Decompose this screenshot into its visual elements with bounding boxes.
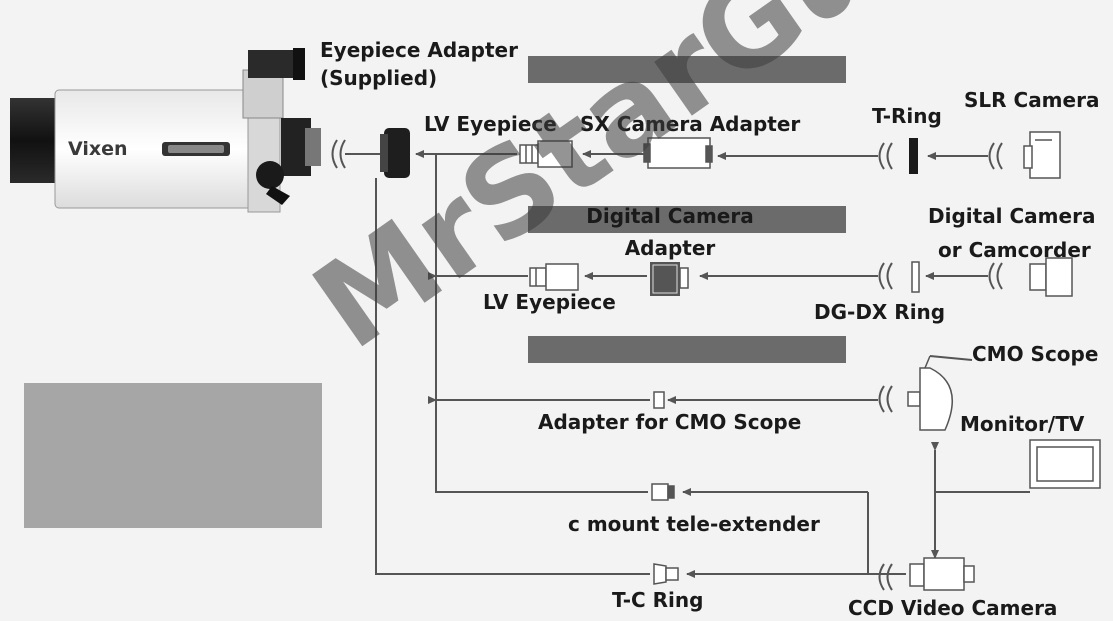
dew-cap xyxy=(10,98,55,183)
ring-icon xyxy=(878,142,885,170)
t-ring-icon xyxy=(909,138,918,174)
focuser-drawtube xyxy=(305,128,321,166)
redacted-bar-1 xyxy=(528,56,846,83)
lv-eyepiece-top-icon xyxy=(519,140,573,168)
label-eyepiece-adapter-note: (Supplied) xyxy=(320,66,438,90)
label-eyepiece-adapter: Eyepiece Adapter xyxy=(320,38,518,62)
finder-eyepiece-icon xyxy=(293,48,305,80)
ring-icon xyxy=(988,142,995,170)
focus-lever-icon xyxy=(266,186,290,205)
connection-rings xyxy=(331,139,1003,591)
c-mount-extender-icon xyxy=(651,483,675,501)
label-digital-camera-line1: Digital Camera xyxy=(928,204,1096,228)
label-sx-camera-adapter: SX Camera Adapter xyxy=(580,112,801,136)
ring-icon xyxy=(988,262,995,290)
ccd-video-camera-icon xyxy=(909,557,975,591)
label-cmo-scope: CMO Scope xyxy=(972,342,1099,366)
label-lv-eyepiece-top: LV Eyepiece xyxy=(424,112,557,136)
sx-camera-adapter-icon xyxy=(643,137,713,169)
redacted-panel xyxy=(24,383,322,528)
label-t-c-ring: T-C Ring xyxy=(612,588,704,612)
t-c-ring-icon xyxy=(653,563,679,585)
connection-lines xyxy=(375,150,1030,578)
label-monitor-tv: Monitor/TV xyxy=(960,412,1085,436)
telescope-brand: Vixen xyxy=(68,138,128,160)
lv-eyepiece-mid-icon xyxy=(529,263,579,291)
label-t-ring: T-Ring xyxy=(872,104,942,128)
redacted-bar-3 xyxy=(528,336,846,363)
monitor-tv-icon xyxy=(1029,439,1101,489)
dg-dx-ring-icon xyxy=(911,261,920,293)
slr-camera-icon xyxy=(1023,131,1061,179)
digital-camera-adapter-icon xyxy=(650,262,689,296)
label-adapter-for-cmo: Adapter for CMO Scope xyxy=(538,410,802,434)
ring-icon xyxy=(878,262,885,290)
cmo-scope-icon xyxy=(907,355,953,431)
label-dg-dx-ring: DG-DX Ring xyxy=(814,300,946,324)
label-ccd-video-camera: CCD Video Camera xyxy=(848,596,1058,620)
redacted-bar-2 xyxy=(528,206,846,233)
ring-icon xyxy=(878,563,885,591)
label-digital-camera-line2: or Camcorder xyxy=(938,238,1091,262)
label-c-mount-extender: c mount tele-extender xyxy=(568,512,820,536)
telescope xyxy=(10,48,321,213)
focus-knob-icon xyxy=(256,161,284,189)
label-digital-camera-adapter-line1: Digital Camera xyxy=(586,204,754,228)
ring-icon xyxy=(331,139,338,169)
label-slr-camera: SLR Camera xyxy=(964,88,1100,112)
digital-camera-icon xyxy=(1029,257,1073,297)
eyepiece-adapter-icon xyxy=(384,128,410,178)
ring-icon xyxy=(878,385,885,413)
label-lv-eyepiece-mid: LV Eyepiece xyxy=(483,290,616,314)
adapter-for-cmo-icon xyxy=(653,391,665,409)
label-digital-camera-adapter-line2: Adapter xyxy=(624,236,716,260)
